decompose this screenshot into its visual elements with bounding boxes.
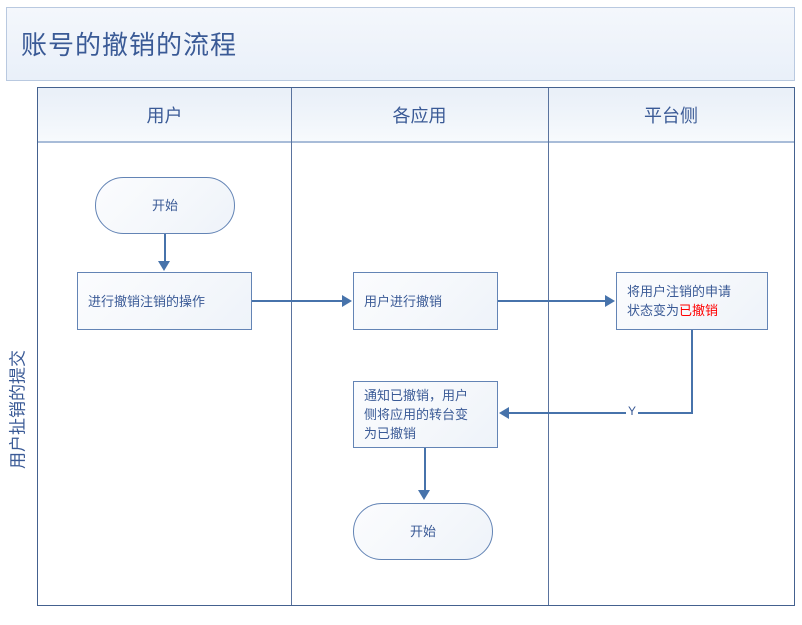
node-app-user-cancel-label: 用户进行撤销 (364, 293, 443, 309)
node-start-top[interactable]: 开始 (95, 177, 235, 234)
column-header-user: 用户 (146, 105, 183, 126)
arrowhead-start-to-action (158, 261, 170, 271)
node-platform-set-status-line2: 状态变为已撤销 (627, 301, 731, 320)
node-platform-set-status[interactable]: 将用户注销的申请 状态变为已撤销 (616, 272, 768, 330)
swimlane-header-row: 用户 各应用 平台侧 (38, 88, 794, 143)
lane-label-column: 用户扯销的提交 (6, 87, 38, 606)
diagram-title-bar: 账号的撤销的流程 (6, 7, 795, 81)
column-divider-2 (548, 88, 549, 605)
status-badge-revoked: 已撤销 (679, 303, 719, 318)
node-user-cancel-action[interactable]: 进行撤销注销的操作 (77, 272, 252, 330)
arrowhead-action-to-app (342, 295, 352, 307)
node-platform-set-status-text: 将用户注销的申请 状态变为已撤销 (627, 282, 731, 320)
connector-app-to-platform (498, 300, 606, 302)
arrowhead-platform-to-notify (499, 407, 509, 419)
edge-label-yes: Y (626, 404, 639, 418)
arrowhead-app-to-platform (605, 295, 615, 307)
node-start-bottom[interactable]: 开始 (353, 503, 493, 560)
page-title: 账号的撤销的流程 (21, 30, 238, 60)
connector-action-to-app (252, 300, 343, 302)
node-notify-app-cancel-text: 通知已撤销，用户 侧将应用的转台变 为已撤销 (364, 386, 468, 443)
node-notify-app-cancel-line2: 侧将应用的转台变 (364, 407, 469, 422)
column-divider-1 (291, 88, 292, 605)
node-start-bottom-label: 开始 (409, 524, 436, 539)
node-start-top-label: 开始 (151, 198, 178, 213)
node-notify-app-cancel[interactable]: 通知已撤销，用户 侧将应用的转台变 为已撤销 (353, 381, 498, 448)
arrowhead-notify-to-end (418, 490, 430, 500)
connector-platform-down (691, 330, 693, 414)
node-notify-app-cancel-line3: 为已撤销 (364, 426, 417, 441)
column-header-platform: 平台侧 (644, 105, 698, 126)
connector-notify-to-end (424, 448, 426, 491)
node-platform-set-status-line1: 将用户注销的申请 (627, 284, 732, 299)
connector-platform-to-notify (509, 412, 693, 414)
node-notify-app-cancel-line1: 通知已撤销，用户 (364, 388, 469, 403)
node-platform-set-status-line2-prefix: 状态变为 (627, 303, 680, 318)
column-header-apps: 各应用 (392, 105, 447, 126)
node-app-user-cancel[interactable]: 用户进行撤销 (353, 272, 498, 330)
connector-start-to-action (164, 234, 166, 262)
node-user-cancel-action-label: 进行撤销注销的操作 (88, 293, 206, 309)
lane-label: 用户扯销的提交 (8, 350, 28, 469)
